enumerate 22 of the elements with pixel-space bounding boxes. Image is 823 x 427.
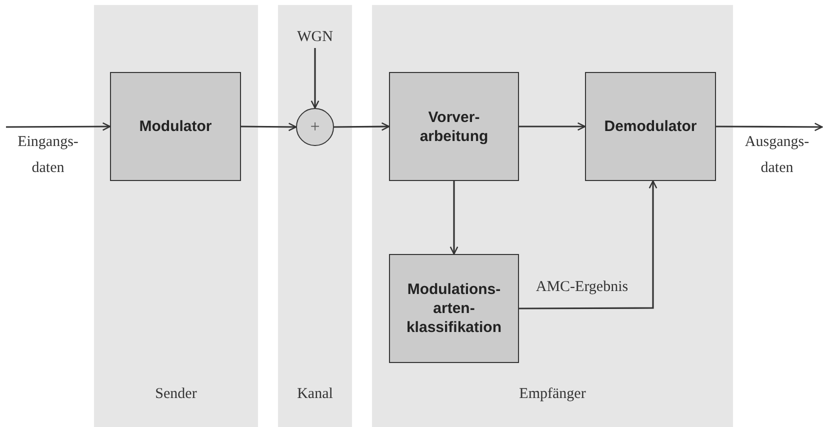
arrow <box>334 122 390 131</box>
stage-label: Empfänger <box>518 385 587 404</box>
arrow <box>6 122 111 131</box>
edge-label: Ausgangs- daten <box>744 133 810 178</box>
process-box: Modulator <box>110 72 241 181</box>
process-box: Modulations- arten- klassifikation <box>389 254 519 363</box>
stage-panel <box>372 5 733 427</box>
stage-label: Kanal <box>296 385 334 404</box>
process-box: Demodulator <box>585 72 716 181</box>
noise-label: WGN <box>290 26 340 48</box>
process-box: Vorver- arbeitung <box>389 72 519 181</box>
arrow <box>716 122 823 132</box>
arrow <box>519 122 586 131</box>
arrow <box>310 48 320 109</box>
arrow <box>450 181 458 255</box>
edge-label: AMC-Ergebnis <box>534 278 630 297</box>
arrow <box>519 180 658 310</box>
stage-label: Sender <box>154 385 198 404</box>
edge-label: Eingangs- daten <box>16 133 80 178</box>
stage-panel <box>278 5 352 427</box>
arrow <box>241 122 297 132</box>
stage-panel <box>94 5 258 427</box>
